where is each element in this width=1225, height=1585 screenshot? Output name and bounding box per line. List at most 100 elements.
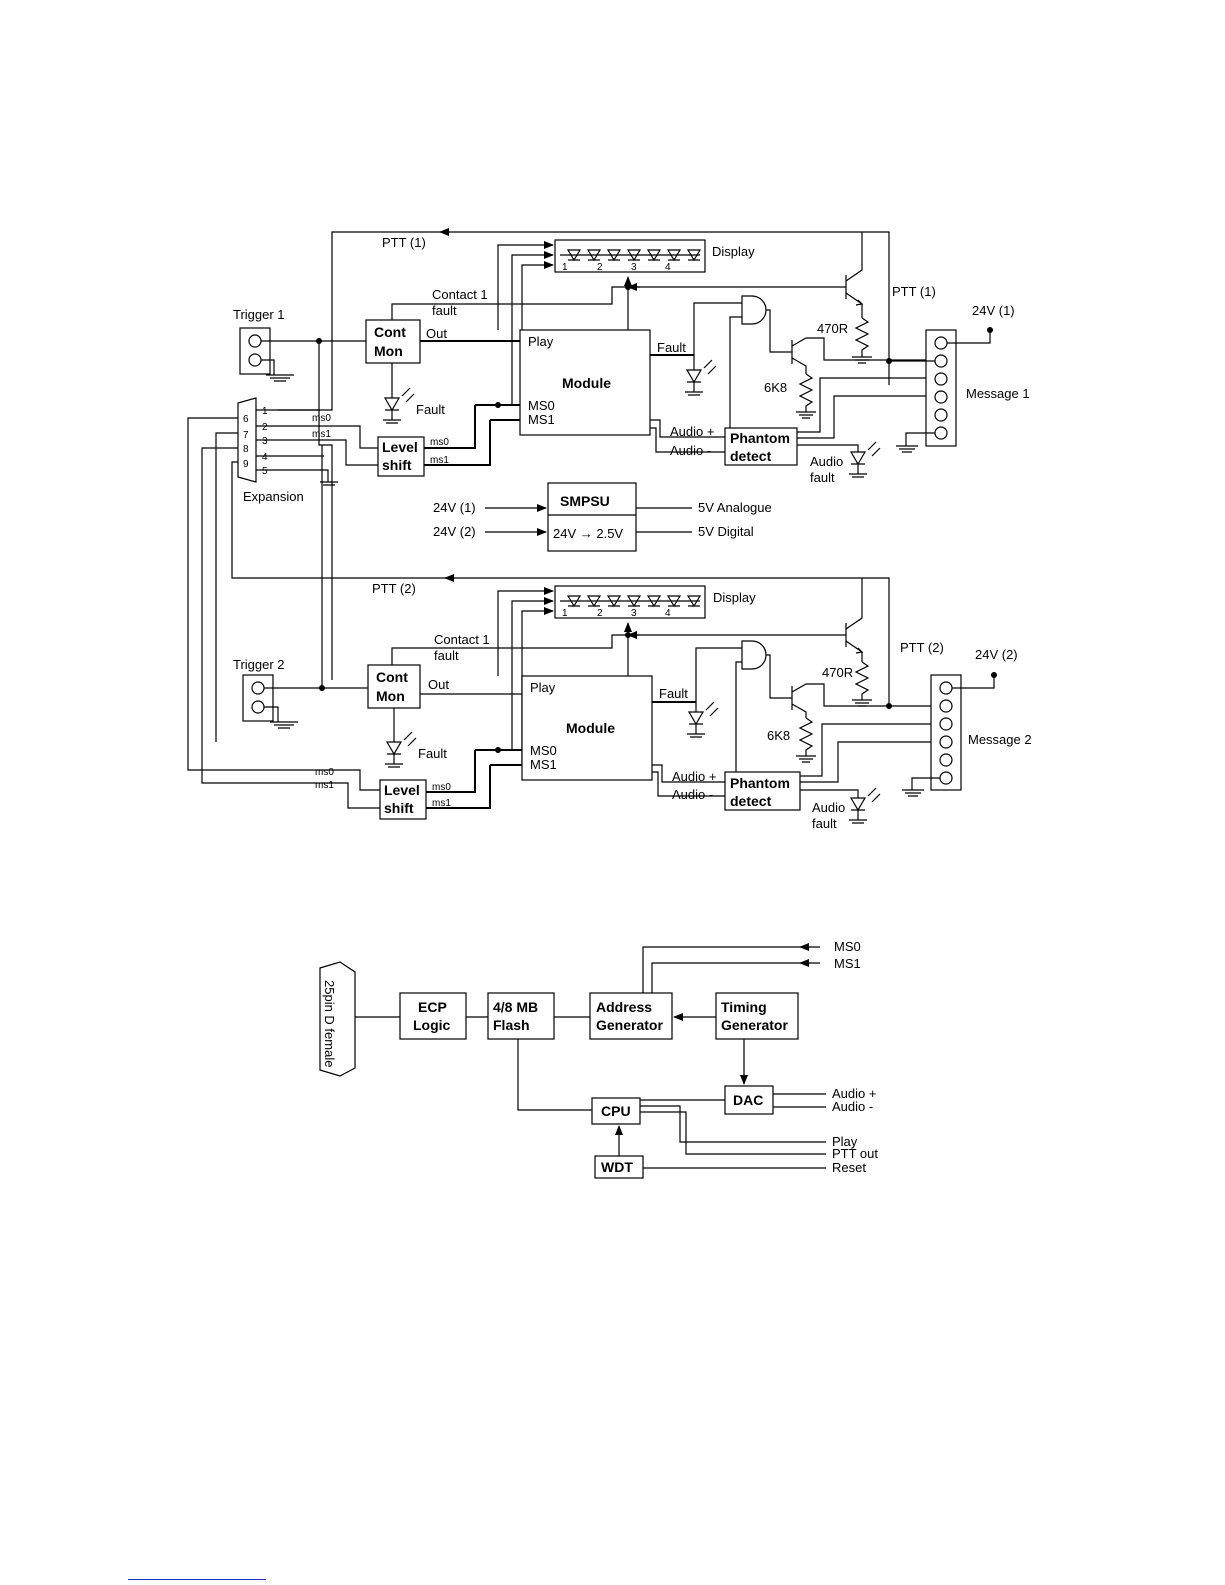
timing-b: Generator bbox=[721, 1017, 788, 1033]
contact-fault-1-b: fault bbox=[432, 303, 457, 318]
phantom-1-a: Phantom bbox=[730, 430, 790, 446]
exp-pin-3: 3 bbox=[262, 436, 268, 447]
display-2-num-3: 3 bbox=[631, 608, 637, 619]
cont-mon-2-b: Mon bbox=[376, 688, 405, 704]
db25-connector bbox=[319, 961, 356, 1077]
module-1-ms1: MS1 bbox=[528, 412, 555, 427]
module-2-fault: Fault bbox=[659, 686, 688, 701]
audio-fault-2-b: fault bbox=[812, 816, 837, 831]
module-2-ms0: MS0 bbox=[530, 743, 557, 758]
display-2-num-4: 4 bbox=[665, 608, 671, 619]
and-gate-1 bbox=[741, 295, 767, 325]
audio-plus-2: Audio + bbox=[672, 769, 716, 784]
audio-fault-2-a: Audio bbox=[812, 800, 845, 815]
display-1-leds bbox=[560, 249, 702, 262]
smpsu-out1: 5V Analogue bbox=[698, 500, 772, 515]
module-1 bbox=[519, 329, 651, 436]
msg2-transistor bbox=[791, 683, 935, 718]
audio-fault-1-b: fault bbox=[810, 470, 835, 485]
smpsu-out2: 5V Digital bbox=[698, 524, 754, 539]
footnote-rule bbox=[128, 1579, 266, 1580]
smpsu-title: SMPSU bbox=[560, 493, 610, 509]
trigger-1-label: Trigger 1 bbox=[233, 307, 285, 322]
level-shift-1-b: shift bbox=[382, 457, 412, 473]
exp-pin-1: 1 bbox=[262, 406, 268, 417]
display-2-label: Display bbox=[713, 590, 756, 605]
exp-pin-7: 7 bbox=[243, 430, 249, 441]
smpsu-box bbox=[547, 482, 637, 552]
level-1-ms1: ms1 bbox=[430, 455, 449, 466]
ptt1-top-label: PTT (1) bbox=[382, 235, 426, 250]
level-shift-1-a: Level bbox=[382, 439, 418, 455]
exp-pin-2: 2 bbox=[262, 422, 268, 433]
contact-fault-2-b: fault bbox=[434, 648, 459, 663]
r470-2 bbox=[854, 661, 870, 700]
timing-a: Timing bbox=[721, 999, 767, 1015]
audio-plus-label: Audio + bbox=[832, 1086, 876, 1101]
message-1-label: Message 1 bbox=[966, 386, 1030, 401]
play-label: Play bbox=[832, 1134, 858, 1149]
module-block-diagram: 25pin D female ECP Logic 4/8 MB Flash Ad… bbox=[319, 939, 878, 1179]
phantom-detect-2 bbox=[724, 771, 801, 811]
module-1-fault: Fault bbox=[657, 340, 686, 355]
display-2-box bbox=[554, 585, 706, 619]
audio-minus-label: Audio - bbox=[832, 1099, 873, 1114]
exp2-ms0: ms0 bbox=[315, 767, 334, 778]
dac-label: DAC bbox=[733, 1092, 763, 1108]
expansion-connector: 1 2 3 4 5 6 7 8 9 Expansion ms0 ms1 bbox=[187, 397, 890, 809]
msg1-transistor bbox=[791, 337, 930, 374]
exp2-ms1: ms1 bbox=[315, 780, 334, 791]
channel-2: PTT (2) Display 1 2 3 4 Contact 1 fault … bbox=[233, 445, 1032, 831]
expansion-label: Expansion bbox=[243, 489, 304, 504]
phantom-2-a: Phantom bbox=[730, 775, 790, 791]
r6k8-2-label: 6K8 bbox=[767, 728, 790, 743]
smpsu-in2: 24V (2) bbox=[433, 524, 476, 539]
addr-a: Address bbox=[596, 999, 652, 1015]
display-2-leds bbox=[560, 595, 702, 608]
module-2 bbox=[521, 675, 653, 781]
smpsu: SMPSU 24V → 2.5V 24V (1) 24V (2) 5V Anal… bbox=[433, 482, 772, 552]
module-1-ms0: MS0 bbox=[528, 398, 555, 413]
ptt2-right-label: PTT (2) bbox=[900, 640, 944, 655]
exp-ms1: ms1 bbox=[312, 429, 331, 440]
ptt2-transistor bbox=[834, 578, 864, 662]
phantom-detect-1 bbox=[724, 427, 798, 466]
display-1-num-3: 3 bbox=[631, 262, 637, 273]
level-2-ms1: ms1 bbox=[432, 798, 451, 809]
display-1-num-2: 2 bbox=[597, 262, 603, 273]
cont-mon-2 bbox=[367, 664, 421, 709]
r470-1-label: 470R bbox=[817, 321, 848, 336]
wdt-label: WDT bbox=[601, 1159, 633, 1175]
out-1-label: Out bbox=[426, 326, 447, 341]
addr-b: Generator bbox=[596, 1017, 663, 1033]
message-1-connector bbox=[925, 329, 957, 447]
ecp-logic-box bbox=[399, 992, 467, 1040]
smpsu-conv: 24V → 2.5V bbox=[553, 526, 623, 541]
fault-led-2-label: Fault bbox=[418, 746, 447, 761]
ptt2-top-label: PTT (2) bbox=[372, 581, 416, 596]
display-1-num-1: 1 bbox=[562, 262, 568, 273]
r6k8-1 bbox=[798, 373, 814, 412]
level-shift-2-b: shift bbox=[384, 800, 414, 816]
message-2-label: Message 2 bbox=[968, 732, 1032, 747]
level-shift-2-a: Level bbox=[384, 782, 420, 798]
v24-2-label: 24V (2) bbox=[975, 647, 1018, 662]
cont-mon-1-a: Cont bbox=[374, 324, 406, 340]
ptt1-transistor bbox=[834, 232, 864, 318]
audio-fault-1-a: Audio bbox=[810, 454, 843, 469]
flash-box bbox=[487, 992, 555, 1040]
r6k8-2 bbox=[798, 717, 814, 756]
audio-plus-1: Audio + bbox=[670, 424, 714, 439]
exp-pin-9: 9 bbox=[243, 459, 249, 470]
level-1-ms0: ms0 bbox=[430, 437, 449, 448]
ecp-b: Logic bbox=[413, 1017, 451, 1033]
r6k8-1-label: 6K8 bbox=[764, 380, 787, 395]
exp-pin-4: 4 bbox=[262, 452, 268, 463]
audio-minus-1: Audio - bbox=[670, 443, 711, 458]
db25-label: 25pin D female bbox=[322, 980, 337, 1067]
fault-led-1-label: Fault bbox=[416, 402, 445, 417]
contact-fault-2-a: Contact 1 bbox=[434, 632, 490, 647]
and-gate-2 bbox=[741, 640, 767, 670]
exp-ms0: ms0 bbox=[312, 413, 331, 424]
